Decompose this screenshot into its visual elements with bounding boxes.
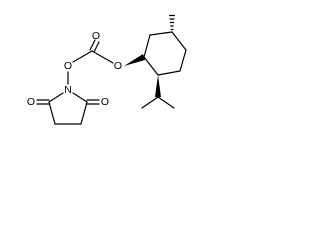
carbonyl-double-bond bbox=[89, 39, 100, 53]
chemical-structure: O O O N O O bbox=[27, 14, 187, 125]
isopropyl-group bbox=[141, 96, 175, 109]
right-imide-double-bond bbox=[86, 99, 100, 105]
atom-n-imide: N bbox=[64, 84, 72, 96]
atom-o-noxy: O bbox=[64, 60, 72, 72]
bond-c-to-noxy-o bbox=[72, 50, 93, 63]
atom-o-ester: O bbox=[114, 60, 122, 72]
stereo-wedge-isopropyl bbox=[155, 75, 161, 97]
atom-o-carbonyl: O bbox=[92, 30, 100, 42]
atom-o-imide-right: O bbox=[101, 96, 109, 108]
left-imide-double-bond bbox=[36, 99, 50, 105]
atom-o-imide-left: O bbox=[27, 96, 35, 108]
cyclohexane-ring bbox=[143, 31, 187, 76]
succinimide-ring bbox=[48, 92, 88, 125]
bond-c-to-ester-o bbox=[91, 50, 114, 64]
stereo-wedge-ester bbox=[124, 54, 145, 66]
stereo-hash-methyl bbox=[169, 14, 175, 31]
